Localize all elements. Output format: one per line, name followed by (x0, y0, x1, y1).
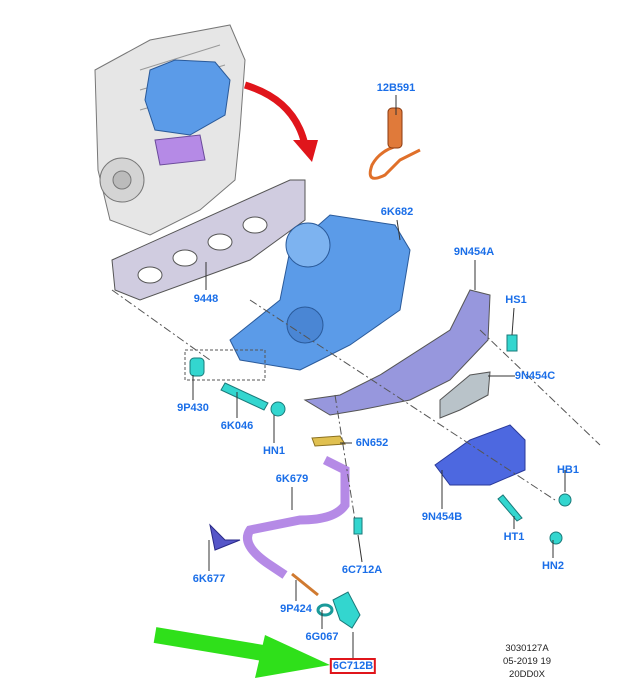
engine-block (94, 24, 246, 236)
callout-6K677[interactable]: 6K677 (192, 573, 226, 585)
callout-6K679[interactable]: 6K679 (275, 473, 309, 485)
bracket (439, 371, 491, 419)
illustration-number: 3030127A (505, 643, 549, 654)
center-lines (111, 289, 601, 521)
callout-HT1[interactable]: HT1 (503, 531, 525, 543)
callout-12B591[interactable]: 12B591 (376, 82, 416, 94)
sensor-body (387, 107, 403, 149)
heat-shield-lower (434, 424, 526, 486)
callout-9N454B[interactable]: 9N454B (421, 511, 463, 523)
red-arrow (243, 81, 309, 146)
callout-6G067[interactable]: 6G067 (305, 631, 339, 643)
callout-6C712A[interactable]: 6C712A (341, 564, 383, 576)
green-arrow (153, 627, 330, 678)
callout-9N454C[interactable]: 9N454C (514, 370, 556, 382)
callout-9P430[interactable]: 9P430 (177, 402, 209, 414)
callout-9N454A[interactable]: 9N454A (453, 246, 495, 258)
leader-lines (192, 95, 566, 658)
heat-shield-upper (303, 289, 491, 416)
callout-9P424[interactable]: 9P424 (280, 603, 312, 615)
callout-6K046[interactable]: 6K046 (220, 420, 254, 432)
gasket-ports (137, 216, 268, 284)
turbocharger (229, 214, 411, 371)
callout-HN1[interactable]: HN1 (262, 445, 286, 457)
callout-HB1[interactable]: HB1 (556, 464, 580, 476)
group-box (184, 349, 266, 381)
drain-tube-6K677 (209, 523, 241, 551)
bolt-9P424 (291, 572, 319, 597)
illustration-code: 20DD0X (509, 669, 545, 680)
callout-HS1[interactable]: HS1 (505, 294, 527, 306)
callout-HN2[interactable]: HN2 (541, 560, 565, 572)
callout-6N652[interactable]: 6N652 (355, 437, 389, 449)
oil-return-pipe (243, 455, 350, 579)
callout-6C712B-highlighted[interactable]: 6C712B (329, 658, 377, 674)
illustration-date: 05-2019 19 (502, 656, 552, 667)
hardware (189, 334, 572, 629)
callout-6K682[interactable]: 6K682 (380, 206, 414, 218)
callout-9448[interactable]: 9448 (193, 293, 219, 305)
gasket-6N652 (311, 435, 346, 447)
red-arrow-head (293, 140, 318, 162)
